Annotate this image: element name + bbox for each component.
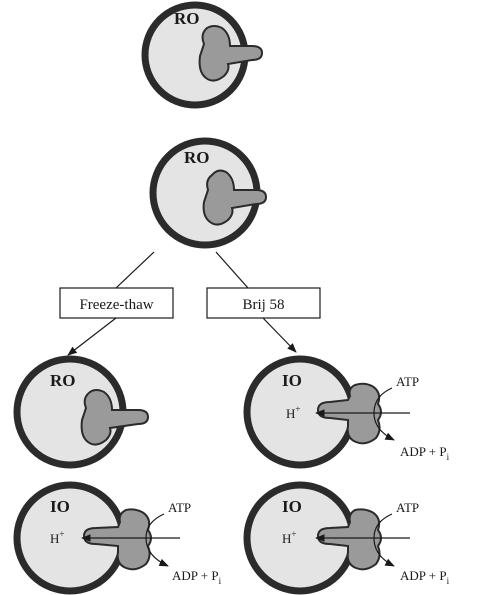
vesicle-ro-left: RO: [13, 355, 150, 469]
adp-label: ADP + Pi: [400, 444, 450, 462]
enzyme-complex: [82, 508, 152, 571]
treatment-box-right: Brij 58: [206, 287, 321, 319]
vesicle-ro-top: RO: [141, 1, 264, 109]
proton-label: H+: [286, 404, 300, 421]
vesicle-io-right-first: IO H+ ATP ADP + Pi: [243, 355, 450, 469]
vesicle-label: RO: [174, 9, 200, 28]
arrow-left: [67, 317, 117, 356]
proton-label: H+: [282, 529, 296, 546]
atp-hydrolysis-arrow: [373, 387, 395, 441]
vesicle-io-right-second: IO H+ ATP ADP + Pi: [243, 481, 450, 595]
atp-label: ATP: [396, 500, 419, 515]
vesicle-io-left-second: IO H+ ATP ADP + Pi: [13, 481, 222, 595]
branch-line-right: [215, 251, 249, 289]
treatment-box-left: Freeze-thaw: [59, 287, 174, 319]
enzyme-complex: [316, 508, 382, 571]
atp-hydrolysis-arrow: [145, 513, 169, 567]
treatment-label: Brij 58: [242, 297, 284, 313]
adp-label: ADP + Pi: [172, 568, 222, 586]
proton-label: H+: [50, 529, 64, 546]
vesicle-label: IO: [282, 371, 302, 390]
arrow-right: [262, 317, 297, 353]
atp-label: ATP: [168, 500, 191, 515]
atp-label: ATP: [396, 374, 419, 389]
vesicle-label: IO: [282, 497, 302, 516]
vesicle-label: RO: [50, 371, 76, 390]
enzyme-complex: [202, 169, 268, 226]
vesicle-ro-middle: RO: [149, 137, 268, 249]
branch-line-left: [115, 251, 155, 289]
vesicle-label: IO: [50, 497, 70, 516]
atp-hydrolysis-arrow: [373, 513, 395, 567]
treatment-label: Freeze-thaw: [79, 297, 153, 313]
enzyme-complex: [80, 389, 150, 446]
enzyme-complex: [198, 25, 264, 82]
vesicle-label: RO: [184, 148, 210, 167]
adp-label: ADP + Pi: [400, 568, 450, 586]
